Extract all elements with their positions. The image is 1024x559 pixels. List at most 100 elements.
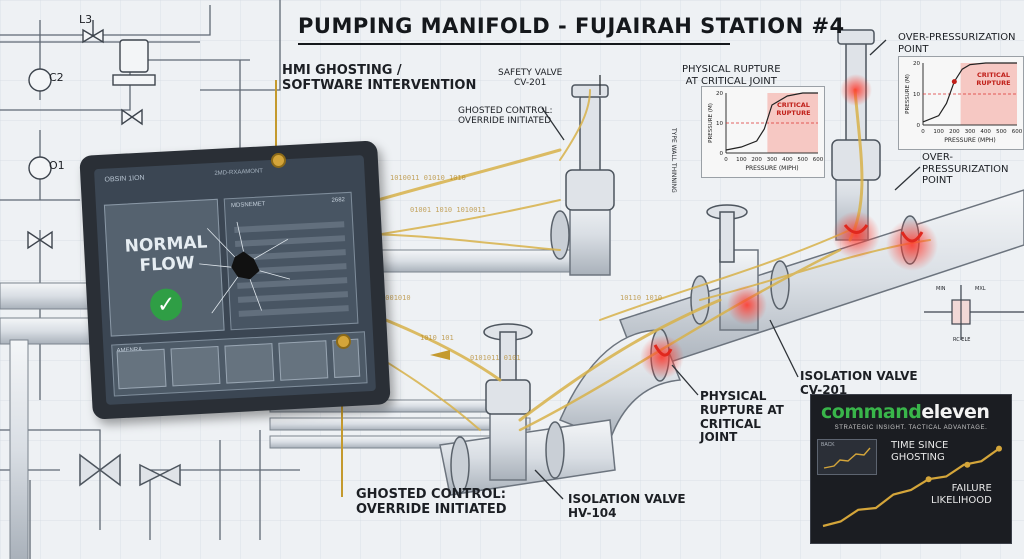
series-line	[922, 62, 1017, 123]
label-line: PRESSURIZATION	[922, 163, 1009, 175]
x-tick-label: 100	[933, 129, 944, 135]
page-title: PUMPING MANIFOLD - FUJAIRAH STATION #4	[298, 14, 845, 38]
annotation-label: CRITICAL	[777, 101, 810, 109]
label-line: HMI GHOSTING /	[282, 63, 402, 78]
connector-dot	[271, 153, 286, 168]
label-line: GHOSTED CONTROL:	[356, 487, 506, 502]
label-l3: L3	[79, 13, 93, 26]
x-tick-label: 600	[813, 157, 824, 163]
label-safety-valve: SAFETY VALVE CV-201	[498, 68, 562, 89]
x-tick-label: 200	[949, 129, 960, 135]
trend-point	[964, 461, 971, 468]
brand-name-part: eleven	[921, 401, 990, 423]
brand-tagline: STRATEGIC INSIGHT. TACTICAL ADVANTAGE.	[834, 425, 988, 431]
label-line: RUPTURE AT	[700, 402, 784, 417]
svg-text:01001 1010 1010011: 01001 1010 1010011	[410, 206, 486, 214]
x-tick-label: 0	[724, 157, 728, 163]
y-tick-label: 20	[913, 61, 920, 67]
label-line: GHOSTING	[891, 451, 945, 463]
brand-name-part: command	[821, 401, 922, 423]
label-wall-thinning: TYPE WALL THINNING	[669, 128, 677, 193]
label-line: ISOLATION VALVE	[800, 369, 918, 383]
annotation-label: RUPTURE	[976, 79, 1010, 87]
y-tick-label: 0	[720, 151, 724, 157]
failure-trend-chart	[822, 445, 1002, 528]
x-tick-label: 100	[736, 157, 747, 163]
brand-logo: commandeleven	[821, 401, 990, 423]
label-line: OVERRIDE INITIATED	[356, 501, 507, 517]
svg-text:1010011 01010 1010: 1010011 01010 1010	[390, 174, 466, 182]
label-o1: O1	[49, 159, 65, 172]
label-line: OVER-	[922, 152, 954, 163]
trend-point	[996, 445, 1002, 452]
x-axis-label: PRESSURE (MPH)	[944, 137, 995, 144]
label-line: GHOSTED CONTROL:	[458, 106, 553, 116]
label-line: POINT	[922, 175, 953, 186]
label-line: SAFETY VALVE	[498, 68, 563, 78]
y-tick-label: 10	[716, 121, 723, 127]
inset-line	[823, 447, 871, 469]
label-isolation-valve-hv: ISOLATION VALVE HV-104	[568, 492, 686, 521]
label-line: ISOLATION VALVE	[568, 492, 686, 506]
critical-point	[951, 79, 957, 85]
label-over-pressurization-top: OVER-PRESSURIZATION POINT	[898, 32, 1016, 55]
hmi-monitor: OBSIN 1ION 2MD-RXAAMONT NORMAL FLOW ✓ MD…	[79, 140, 391, 420]
label-line: TIME SINCE	[891, 440, 949, 451]
inset-label: BACK	[821, 442, 835, 448]
x-tick-label: 300	[965, 129, 976, 135]
label-physical-rupture-bottom: PHYSICAL RUPTURE AT CRITICAL JOINT	[700, 389, 784, 445]
label-line: POINT	[898, 43, 929, 55]
label-line: HV-104	[568, 505, 617, 520]
x-tick-label: 0	[921, 129, 925, 135]
x-tick-label: 500	[996, 129, 1007, 135]
label-hmi-ghosting: HMI GHOSTING / SOFTWARE INTERVENTION	[282, 63, 477, 94]
brand-panel: commandeleven STRATEGIC INSIGHT. TACTICA…	[810, 394, 1012, 544]
label-line: SOFTWARE INTERVENTION	[282, 77, 477, 93]
label-isolation-valve-cv: ISOLATION VALVE CV-201	[800, 369, 918, 398]
hmi-panel-label: MDSNEMET	[230, 201, 266, 210]
annotation-label: RUPTURE	[776, 109, 810, 117]
label-time-since-ghosting: TIME SINCE GHOSTING	[891, 440, 948, 463]
x-tick-label: 400	[782, 157, 793, 163]
crack-icon	[199, 221, 291, 314]
x-tick-label: 500	[797, 157, 808, 163]
trend-point	[925, 476, 932, 483]
check-icon: ✓	[149, 287, 184, 322]
y-tick-label: 20	[716, 91, 723, 97]
hmi-tile-button[interactable]	[170, 345, 221, 387]
label-c2: C2	[49, 71, 64, 84]
label-physical-rupture-top: PHYSICAL RUPTURE AT CRITICAL JOINT	[682, 64, 781, 87]
label-line: TYPE WALL	[670, 128, 677, 162]
label-line: CV-201	[514, 78, 547, 89]
label-line: FAILURE	[951, 483, 992, 494]
detail-max-label: MXL	[975, 286, 986, 292]
x-tick-label: 600	[1012, 129, 1023, 135]
label-failure-likelihood: FAILURE LIKELIHOOD	[931, 483, 992, 506]
hmi-tile-button[interactable]	[278, 340, 329, 381]
svg-text:1010 101: 1010 101	[420, 334, 454, 342]
trend-line	[822, 447, 1000, 528]
hmi-tile-button[interactable]	[224, 343, 275, 384]
label-line: CV-201	[800, 382, 848, 397]
y-tick-label: 10	[913, 92, 920, 98]
label-line: OVERRIDE INITIATED	[458, 116, 552, 127]
hmi-title-bar: OBSIN 1ION	[104, 174, 145, 184]
hmi-header-code: 2MD-RXAAMONT	[214, 168, 264, 177]
hmi-tile-button[interactable]	[116, 348, 167, 390]
label-line: CRITICAL	[700, 416, 761, 431]
label-line: PHYSICAL RUPTURE	[682, 64, 781, 75]
hmi-panel-code: 2682	[331, 197, 346, 204]
y-axis-label: PRESSURE (M)	[708, 103, 714, 143]
svg-text:1010 1001010: 1010 1001010	[360, 294, 411, 302]
hmi-screen: OBSIN 1ION 2MD-RXAAMONT NORMAL FLOW ✓ MD…	[94, 155, 376, 405]
svg-text:10110 1010: 10110 1010	[620, 294, 662, 302]
detail-bottom-label: RC ELE	[953, 337, 971, 343]
hmi-control-strip: AMENRA	[111, 331, 368, 397]
x-tick-label: 300	[767, 157, 778, 163]
x-tick-label: 400	[980, 129, 991, 135]
detail-min-label: MIN	[936, 286, 946, 292]
x-tick-label: 200	[751, 157, 762, 163]
